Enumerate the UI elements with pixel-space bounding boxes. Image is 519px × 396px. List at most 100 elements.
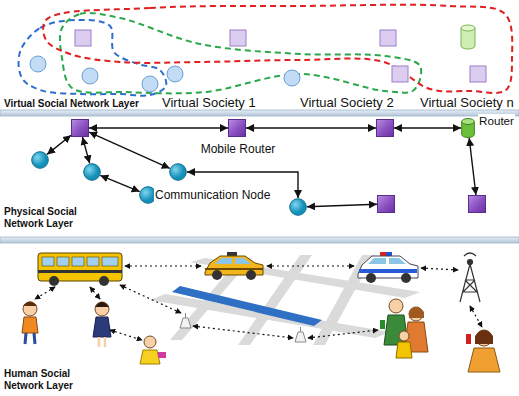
router-square <box>377 195 395 213</box>
taxi-icon <box>227 252 237 256</box>
node-circle <box>169 163 187 181</box>
node-circle-shape <box>83 163 101 181</box>
communication-node-circle: Communication Node <box>139 186 157 204</box>
family-figure <box>409 307 424 318</box>
virtual-member <box>461 25 475 31</box>
layer-bar <box>0 237 519 243</box>
police-car-icon <box>359 269 417 273</box>
sensor-post <box>185 313 186 318</box>
link-arrow <box>246 127 376 128</box>
node-circle-shape <box>32 152 49 169</box>
dotted-link <box>193 326 293 338</box>
child-figure <box>22 317 38 333</box>
police-car-icon <box>380 252 386 256</box>
road <box>150 255 420 345</box>
police-car-icon <box>386 252 392 256</box>
bus-icon <box>57 257 69 266</box>
virtual-member <box>392 66 408 82</box>
node-circle-shape <box>84 164 101 181</box>
student-figure <box>93 302 111 347</box>
sensor-post <box>180 318 191 328</box>
bus-icon <box>87 257 99 266</box>
virtual-member <box>142 76 158 92</box>
virtual-member <box>167 66 183 82</box>
toddler-figure <box>140 336 166 364</box>
sensor-post <box>295 332 306 342</box>
bus-icon <box>42 257 54 266</box>
student-figure <box>99 337 105 347</box>
node-circle <box>289 198 307 216</box>
cell-tower <box>464 253 476 256</box>
student-figure <box>93 317 111 337</box>
router-cylinder-shape <box>462 119 475 125</box>
bus-icon <box>38 253 122 286</box>
bus-icon <box>72 257 84 266</box>
layer-title: Virtual Social Network Layer <box>4 98 154 110</box>
virtual-member <box>470 66 486 82</box>
dotted-link <box>90 287 100 299</box>
node-circle-shape <box>170 164 187 181</box>
family-figure <box>399 331 409 341</box>
layer-band: Mobile Router RouterCommunication NodePhy… <box>0 116 519 237</box>
virtual-member <box>30 25 486 92</box>
node-label: Router <box>478 114 515 128</box>
bus-icon <box>99 276 109 286</box>
society-ring <box>60 13 421 93</box>
toddler-figure <box>144 336 156 348</box>
virtual-member <box>82 68 98 84</box>
router-square <box>468 195 486 213</box>
dotted-link <box>120 285 181 313</box>
dotted-link <box>267 265 354 266</box>
virtual-member <box>380 30 396 46</box>
router-cylinder: Router <box>461 118 475 138</box>
taxi-icon <box>212 270 222 280</box>
family-figure <box>380 320 385 329</box>
student-figure <box>95 302 109 307</box>
link-arrow <box>100 175 139 191</box>
virtual-member <box>230 30 246 46</box>
family-figure <box>409 307 423 321</box>
society-label: Virtual Society 2 <box>300 95 394 110</box>
node-label: Communication Node <box>154 188 271 202</box>
virtual-member <box>30 56 46 72</box>
society-ring <box>19 20 167 96</box>
taxi-icon <box>205 268 263 270</box>
phone-user-figure <box>466 330 500 372</box>
bus-icon <box>38 253 122 281</box>
link-arrow <box>89 127 228 128</box>
phone-user-figure <box>466 334 471 344</box>
node-circle-shape <box>289 198 307 216</box>
dotted-link <box>470 306 482 327</box>
police-car-icon <box>358 252 418 283</box>
taxi-icon <box>215 258 232 264</box>
child-figure <box>23 302 37 307</box>
family-figure <box>389 299 403 313</box>
mobile-router-square: Mobile Router <box>228 119 246 137</box>
link-arrow <box>47 135 71 154</box>
virtual-member <box>284 70 300 86</box>
layer-title: Human Social Network Layer <box>4 368 96 392</box>
node-circle-shape <box>290 199 307 216</box>
layer-title: Physical Social Network Layer <box>4 206 96 230</box>
link-arrow <box>307 204 377 206</box>
dotted-link <box>110 330 142 340</box>
layer-band: Virtual Social Network Layer <box>0 0 519 110</box>
family-figure <box>396 342 412 358</box>
police-car-icon <box>389 258 406 264</box>
node-circle-shape <box>31 151 49 169</box>
sensor-post <box>180 313 306 342</box>
child-figure <box>22 302 38 345</box>
police-car-icon <box>401 273 411 283</box>
link-arrow <box>89 132 170 168</box>
family-figure <box>384 315 408 345</box>
dotted-link <box>308 330 378 338</box>
dotted-link <box>35 266 482 340</box>
bus-icon <box>102 257 118 266</box>
child-figure <box>23 302 37 316</box>
link-arrow <box>469 138 476 195</box>
bus-icon <box>38 270 122 273</box>
cell-tower <box>460 264 480 302</box>
link-arrow <box>82 137 89 163</box>
node-circle <box>83 163 101 181</box>
